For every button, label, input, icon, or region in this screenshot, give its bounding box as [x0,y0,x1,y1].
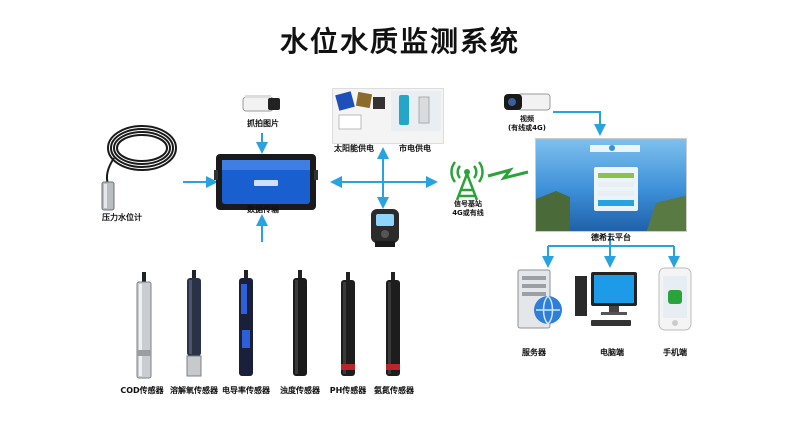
page-title: 水位水质监测系统 [279,25,520,58]
sensor-label-cod: COD传感器 [120,386,164,395]
sensor-label-ph: PH传感器 [329,386,367,395]
data-transfer-device [214,150,318,214]
signal-tower-label-line2: 4G或有线 [452,209,484,217]
sensor-label-ammonia: 氨氮传感器 [374,386,414,395]
sensor-ammonia [377,272,409,382]
controller-device [367,205,403,249]
sensor-label-turbidity: 浊度传感器 [280,386,320,395]
pressure-gauge-label: 压力水位计 [102,213,142,222]
sensor-label-do: 溶解氧传感器 [170,386,218,395]
video-label: 视频 (有线或4G) [502,115,552,133]
power-supply-panel [332,88,444,144]
signal-tower-label-line1: 信号基站 [454,200,482,208]
sensor-do [178,270,210,382]
mains-label: 市电供电 [399,144,431,153]
pressure-gauge-image [92,118,182,213]
signal-tower-label: 信号基站 4G或有线 [440,200,496,218]
capture-camera-icon [242,93,282,115]
sensor-cod [128,272,160,382]
cloud-platform-screen [535,138,687,232]
sensor-turbidity [284,270,316,382]
data-transfer-label: 数据传输 [247,205,279,214]
signal-tower-icon [445,152,489,202]
pc-icon [575,270,639,330]
phone-icon [656,266,694,332]
capture-label: 抓拍图片 [247,119,279,128]
sensor-conductivity [230,270,262,382]
video-label-line2: (有线或4G) [507,124,546,132]
cloud-platform-label: 德希云平台 [591,233,631,242]
video-label-line1: 视频 [520,115,534,123]
server-label: 服务器 [522,348,546,357]
sensor-ph [332,272,364,382]
sensor-label-conductivity: 电导率传感器 [222,386,270,395]
video-camera-icon [502,90,552,114]
pc-label: 电脑端 [600,348,624,357]
phone-label: 手机端 [663,348,687,357]
server-icon [510,268,562,332]
solar-label: 太阳能供电 [334,144,374,153]
